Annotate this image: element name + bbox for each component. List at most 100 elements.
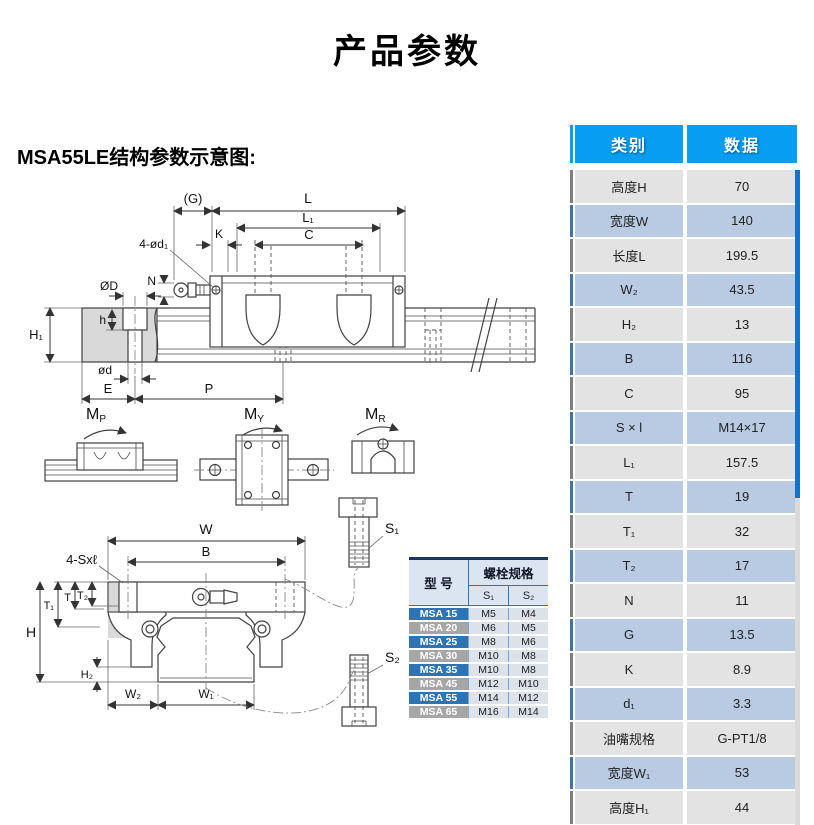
param-value: 157.5 — [687, 446, 797, 479]
header-accent-bar — [570, 125, 573, 163]
bolt-s2-value: M8 — [508, 649, 548, 662]
param-label: 宽度W — [575, 204, 683, 237]
bolt-s1: S₁ — [338, 497, 399, 568]
dim-label-n: N — [147, 274, 156, 288]
moment-my-label: MY — [244, 406, 264, 425]
row-accent-bar — [570, 239, 573, 272]
row-accent-bar — [570, 342, 573, 375]
param-value: 13.5 — [687, 618, 797, 651]
row-accent-bar — [570, 549, 573, 582]
moment-diagrams: MP MY MR — [44, 406, 415, 511]
dim-label-h2: H₂ — [81, 669, 93, 681]
grease-nipple-front — [191, 587, 238, 607]
dim-label-screws: 4-Sxℓ — [66, 552, 98, 567]
bolt-s2-value: M12 — [508, 691, 548, 704]
bolt-s1-value: M10 — [468, 663, 508, 676]
param-label: W₂ — [575, 273, 683, 306]
row-accent-bar — [570, 170, 573, 203]
scrollbar-thumb[interactable] — [795, 170, 800, 498]
row-accent-bar — [570, 273, 573, 306]
bolt-table-spec-header: 螺栓规格 — [468, 560, 548, 586]
row-accent-bar — [570, 515, 573, 548]
param-value: 70 — [687, 170, 797, 203]
param-value: 13 — [687, 308, 797, 341]
dim-label-l: L — [304, 190, 312, 206]
param-label: G — [575, 618, 683, 651]
bolt-s1-value: M6 — [468, 621, 508, 634]
dim-label-t2: T₂ — [77, 590, 88, 602]
param-value: 116 — [687, 342, 797, 375]
dim-label-e: E — [104, 381, 113, 396]
bolt-table-model-header: 型 号 — [424, 577, 453, 591]
param-label: T₁ — [575, 515, 683, 548]
grease-nipple-side — [173, 282, 211, 298]
param-value: 19 — [687, 480, 797, 513]
row-accent-bar — [570, 687, 573, 720]
s2-centerline-connector — [205, 667, 357, 714]
param-value: 44 — [687, 791, 797, 824]
param-label: L₁ — [575, 446, 683, 479]
row-accent-bar — [570, 204, 573, 237]
bolt-s2: S₂ — [341, 649, 400, 727]
bolt-table-s1-header: S₁ — [468, 586, 508, 605]
param-value: 53 — [687, 756, 797, 789]
dim-label-bolt-holes: 4-ød₁ — [139, 237, 168, 251]
structure-diagram: (G) L L₁ C K 4-ød₁ N ØD h — [26, 190, 536, 727]
bolt-s1-value: M8 — [468, 635, 508, 648]
bolt-model: MSA 30 — [409, 649, 468, 662]
page-title: 产品参数 — [333, 33, 481, 71]
bolt-s2-value: M5 — [508, 621, 548, 634]
dim-label-w: W — [199, 521, 213, 537]
param-value: 11 — [687, 584, 797, 617]
param-label: T — [575, 480, 683, 513]
row-accent-bar — [570, 480, 573, 513]
param-label: 油嘴规格 — [575, 722, 683, 755]
bolt-model: MSA 15 — [409, 607, 468, 620]
dim-label-h-depth: h — [99, 313, 106, 327]
param-value: 43.5 — [687, 273, 797, 306]
param-label: 宽度W₁ — [575, 756, 683, 789]
bolt-s2-value: M14 — [508, 705, 548, 718]
side-view-dimensions: (G) L L₁ C K 4-ød₁ N ØD h — [29, 190, 406, 404]
param-label: K — [575, 653, 683, 686]
param-value: G-PT1/8 — [687, 722, 797, 755]
param-value: 140 — [687, 204, 797, 237]
dim-label-h: H — [26, 624, 36, 640]
data-column-header: 数据 — [687, 125, 797, 163]
dim-label-c: C — [304, 227, 313, 242]
row-accent-bar — [570, 584, 573, 617]
param-value: 95 — [687, 377, 797, 410]
param-value: 17 — [687, 549, 797, 582]
bolt-model: MSA 55 — [409, 691, 468, 704]
row-accent-bar — [570, 756, 573, 789]
param-value: 3.3 — [687, 687, 797, 720]
bolt-s2-value: M4 — [508, 607, 548, 620]
param-label: C — [575, 377, 683, 410]
bolt-model: MSA 35 — [409, 663, 468, 676]
param-label: S × l — [575, 411, 683, 444]
s1-centerline-connector — [284, 567, 359, 608]
param-label: N — [575, 584, 683, 617]
param-label: 长度L — [575, 239, 683, 272]
param-value: 32 — [687, 515, 797, 548]
scrollbar-track[interactable] — [795, 170, 800, 825]
dim-label-t: T — [64, 592, 71, 604]
param-value: M14×17 — [687, 411, 797, 444]
row-accent-bar — [570, 618, 573, 651]
